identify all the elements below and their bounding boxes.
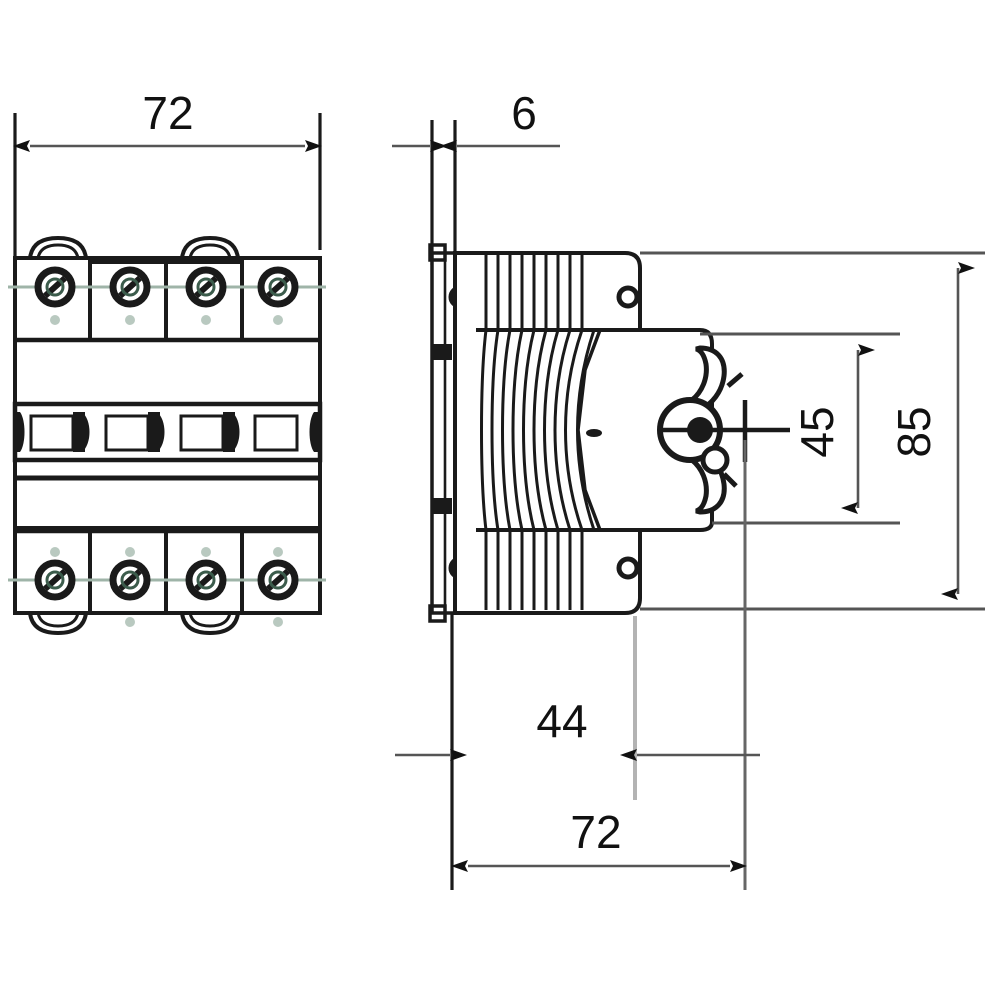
terminal-screw-5 [34,559,76,601]
rail-ear-top [428,243,447,262]
dimension-label-height-overall: 85 [888,406,940,457]
product-marking [586,429,602,437]
toggle-lever-band [12,401,323,463]
terminal-screw-1 [34,266,76,308]
lever-tick-lower [722,472,738,488]
rail-notch-upper [432,344,452,360]
clip-arch-7-inner [188,612,232,628]
terminal-screw-7 [185,559,227,601]
curved-face-boundary [576,329,602,531]
rail-clip-body [430,251,457,615]
rivet-upper [616,285,640,309]
top-marker-dots [50,315,283,325]
dimension-rail-gap: 6 [392,87,560,265]
toggle-lever-side[interactable] [657,345,790,515]
vent-ribs-middle-curved [480,330,596,530]
terminal-screw-8 [257,559,299,601]
toggle-separators [15,412,320,452]
rail-notch-lower [432,498,452,514]
toggle-lever-3[interactable] [179,414,225,452]
dimension-label-rail-gap: 6 [511,87,537,139]
side-view [428,243,790,623]
top-pole-block-3 [164,260,244,342]
clip-arch-3-inner [188,243,232,259]
lever-tick-upper [726,372,744,388]
clip-arch-5 [28,612,88,636]
terminal-screw-2 [109,266,151,308]
terminal-screw-4 [257,266,299,308]
terminal-screw-6 [109,559,151,601]
bottom-terminal-clips [28,612,283,636]
rail-ear-bottom [428,604,447,623]
top-terminal-clips [28,235,240,259]
lever-detent-knob [700,445,730,475]
clip-arch-7 [180,612,240,636]
dimension-width-front: 72 [13,87,322,258]
clip-arch-5-inner [36,612,80,628]
front-view [8,235,326,636]
top-terminal-screws [34,266,299,308]
bottom-terminal-screws [34,559,299,601]
dimension-label-height-toggle: 45 [791,406,843,457]
vent-ribs-upper [484,252,584,330]
terminal-screw-3 [185,266,227,308]
clip-arch-1 [28,235,88,259]
dimension-label-width-front: 72 [142,87,193,139]
rivet-lower [616,556,640,580]
dimension-height-toggle: 45 [700,332,900,525]
dimension-depth-group: 44 72 [395,440,760,890]
vent-ribs-lower [484,530,584,610]
dimension-label-depth-overall: 72 [570,806,621,858]
toggle-lever-4[interactable] [253,414,299,452]
dimension-label-depth-body: 44 [536,695,587,747]
clip-arch-1-inner [36,243,80,259]
toggle-lever-1[interactable] [29,414,75,452]
clip-arch-3 [180,235,240,259]
dimension-height-overall: 85 [640,251,985,611]
toggle-lever-2[interactable] [104,414,150,452]
bottom-pole-block-3 [164,529,244,615]
bottom-marker-dots [50,547,283,557]
